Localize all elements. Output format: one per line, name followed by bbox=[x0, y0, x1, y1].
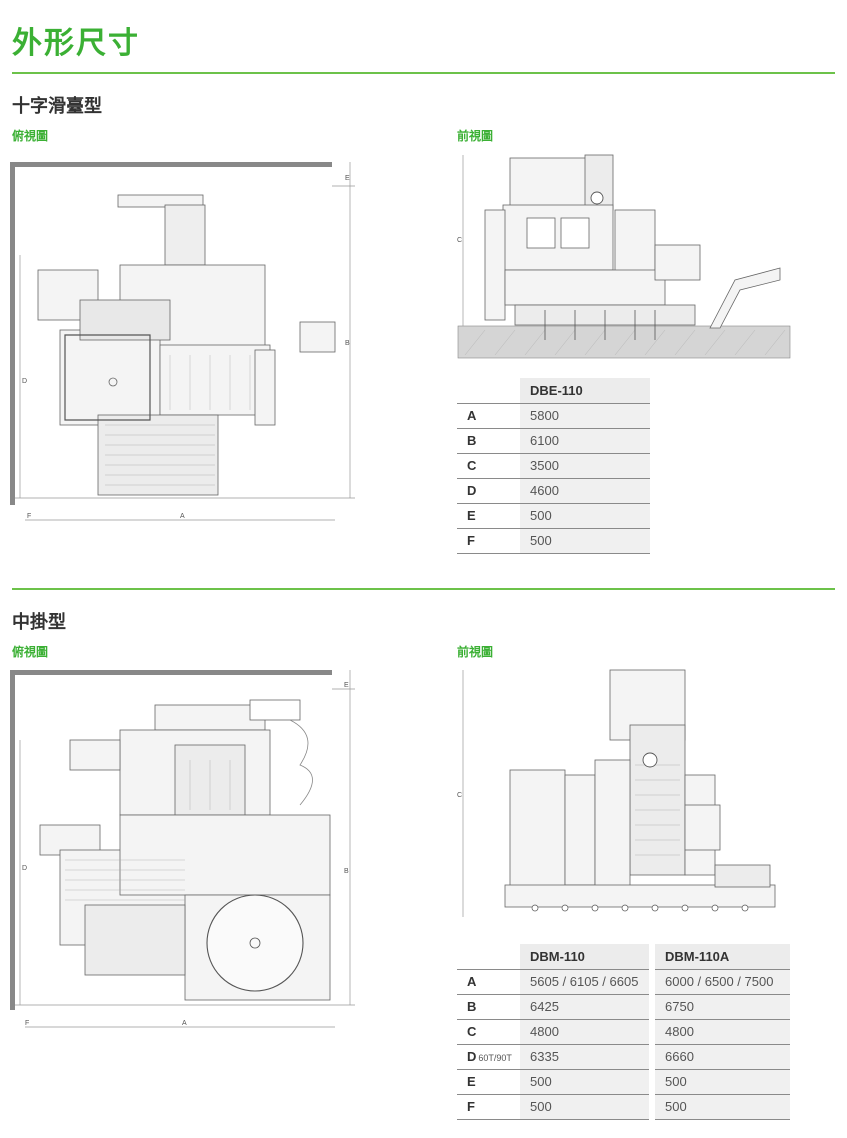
front-view-label: 前視圖 bbox=[457, 645, 494, 659]
table-row: D 4600 bbox=[457, 478, 650, 504]
front-view-drawing-cross-slide: C bbox=[455, 150, 795, 360]
table-row: A 5605 / 6105 / 6605 6000 / 6500 / 7500 bbox=[457, 969, 790, 995]
table-header-model: DBE-110 bbox=[520, 378, 650, 404]
top-view-label: 俯視圖 bbox=[12, 645, 49, 659]
table-row: B 6100 bbox=[457, 428, 650, 454]
svg-text:C: C bbox=[457, 792, 462, 799]
dim-b-label: B bbox=[345, 340, 350, 347]
table-row: C 3500 bbox=[457, 453, 650, 479]
svg-text:C: C bbox=[457, 237, 462, 244]
svg-text:D: D bbox=[22, 378, 27, 385]
svg-text:E: E bbox=[345, 175, 350, 182]
spec-table-dbe: DBE-110 A 5800 B 6100 C 3500 D 4600 E 50… bbox=[457, 378, 650, 554]
svg-text:F: F bbox=[25, 1020, 29, 1027]
table-row: E 500 500 bbox=[457, 1069, 790, 1095]
front-view-drawing-center-hang: C bbox=[455, 665, 785, 925]
table-header-model: DBM-110 bbox=[520, 944, 649, 970]
table-row: E 500 bbox=[457, 503, 650, 529]
svg-text:D: D bbox=[22, 865, 27, 872]
table-row: A 5800 bbox=[457, 403, 650, 429]
table-row: B 6425 6750 bbox=[457, 994, 790, 1020]
section-title-cross-slide: 十字滑臺型 bbox=[12, 96, 102, 117]
section-divider bbox=[12, 588, 835, 590]
table-row: C 4800 4800 bbox=[457, 1019, 790, 1045]
page-title: 外形尺寸 bbox=[12, 26, 140, 61]
top-view-drawing-center-hang: B A D E F bbox=[10, 665, 355, 1035]
svg-text:E: E bbox=[344, 682, 349, 689]
spec-table-dbm: DBM-110 DBM-110A A 5605 / 6105 / 6605 60… bbox=[457, 944, 790, 1120]
table-header-model: DBM-110A bbox=[655, 944, 790, 970]
title-divider bbox=[12, 72, 835, 74]
table-row: F 500 bbox=[457, 528, 650, 554]
top-view-drawing-cross-slide: B A D E F bbox=[10, 150, 355, 530]
svg-text:B: B bbox=[344, 868, 349, 875]
top-view-label: 俯視圖 bbox=[12, 129, 49, 143]
front-view-label: 前視圖 bbox=[457, 129, 494, 143]
section-title-center-hang: 中掛型 bbox=[12, 612, 66, 633]
svg-text:A: A bbox=[182, 1020, 187, 1027]
table-row: F 500 500 bbox=[457, 1094, 790, 1120]
svg-text:F: F bbox=[27, 513, 31, 520]
svg-text:A: A bbox=[180, 513, 185, 520]
